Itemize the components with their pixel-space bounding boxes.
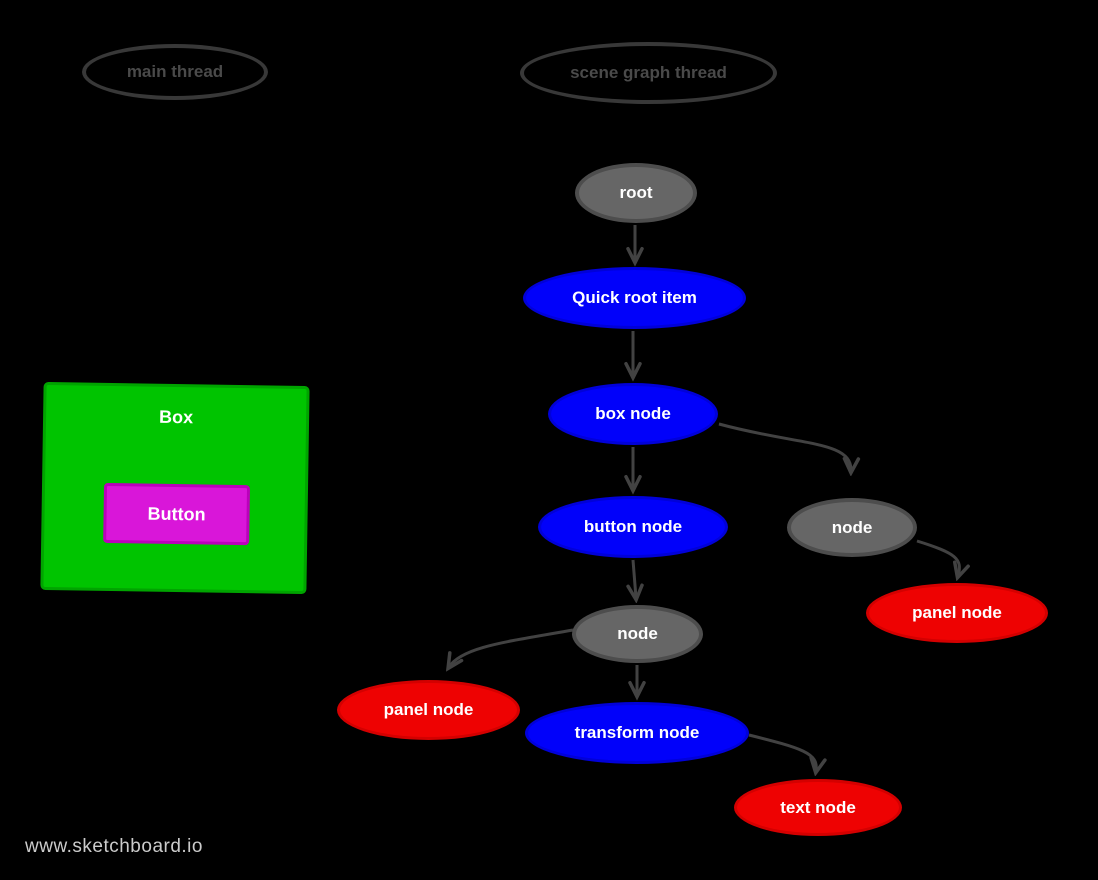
thread-ellipse-scene-graph-thread[interactable]: scene graph thread xyxy=(520,42,777,104)
button-widget[interactable]: Button xyxy=(103,482,251,546)
edge-node-right-to-panel-right xyxy=(916,539,959,576)
node-quick-root-item[interactable]: Quick root item xyxy=(523,267,746,329)
node-node-left[interactable]: node xyxy=(572,605,703,663)
node-root[interactable]: root xyxy=(575,163,697,223)
node-box-node[interactable]: box node xyxy=(548,383,718,445)
node-label: panel node xyxy=(383,700,474,719)
node-label: text node xyxy=(780,797,856,817)
box-widget[interactable]: Box Button xyxy=(40,381,310,595)
node-label: Quick root item xyxy=(572,288,697,307)
edge-transform-to-text xyxy=(748,733,816,771)
thread-ellipse-main-thread[interactable]: main thread xyxy=(82,44,268,100)
button-label: Button xyxy=(147,503,206,524)
node-label: root xyxy=(619,183,653,202)
node-label: button node xyxy=(583,517,683,536)
thread-label: scene graph thread xyxy=(570,63,727,82)
node-node-right[interactable]: node xyxy=(787,498,917,557)
edge-node-left-to-panel-left xyxy=(449,628,574,667)
node-label: panel node xyxy=(912,603,1002,622)
node-label: node xyxy=(617,624,658,643)
node-label: transform node xyxy=(574,723,700,742)
node-label: node xyxy=(831,517,873,537)
edge-button-to-node-left xyxy=(633,559,636,598)
node-text-node[interactable]: text node xyxy=(734,779,902,836)
node-panel-node-left[interactable]: panel node xyxy=(337,680,520,740)
watermark: www.sketchboard.io xyxy=(25,836,203,857)
node-label: box node xyxy=(595,404,671,423)
edge-box-to-node-right xyxy=(718,422,851,471)
box-label: Box xyxy=(158,406,194,428)
thread-label: main thread xyxy=(126,62,224,81)
node-panel-node-right[interactable]: panel node xyxy=(866,583,1048,643)
node-button-node[interactable]: button node xyxy=(538,496,728,558)
node-transform-node[interactable]: transform node xyxy=(525,702,749,764)
